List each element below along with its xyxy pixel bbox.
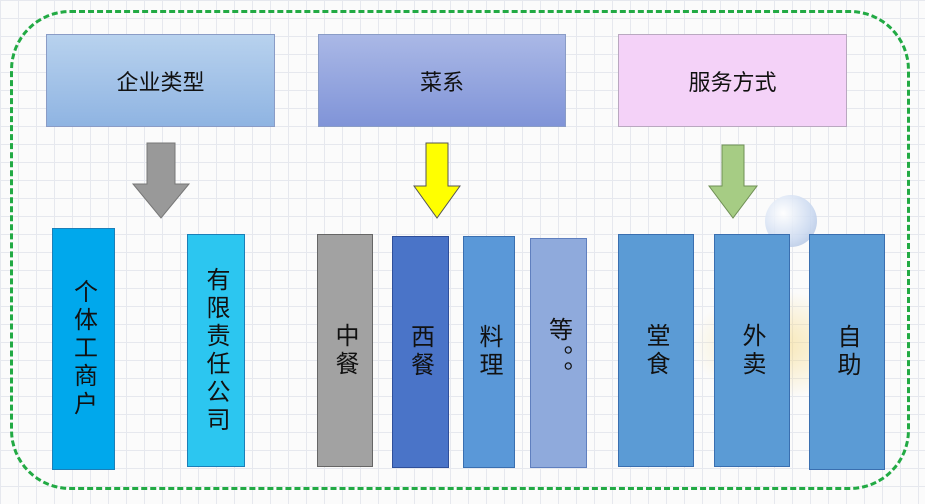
header-cuisine: 菜系 (318, 34, 566, 127)
box-limited-company: 有限责任公司 (187, 234, 245, 467)
arrow-down-gray-icon (131, 142, 191, 219)
box-chinese-food: 中餐 (317, 234, 373, 467)
box-etc: 等。。 (530, 238, 587, 468)
box-takeout: 外卖 (714, 234, 790, 467)
box-western-food: 西餐 (392, 236, 449, 468)
arrow-down-yellow-icon (413, 142, 461, 219)
header-service-mode: 服务方式 (618, 34, 847, 127)
box-sole-proprietor: 个体工商户 (52, 228, 115, 470)
dashed-frame (10, 10, 910, 490)
box-buffet: 自助 (809, 234, 885, 470)
arrow-down-green-icon (708, 144, 758, 219)
box-cuisine-cooking: 料理 (463, 236, 515, 468)
header-enterprise-type: 企业类型 (46, 34, 275, 127)
box-dine-in: 堂食 (618, 234, 694, 467)
